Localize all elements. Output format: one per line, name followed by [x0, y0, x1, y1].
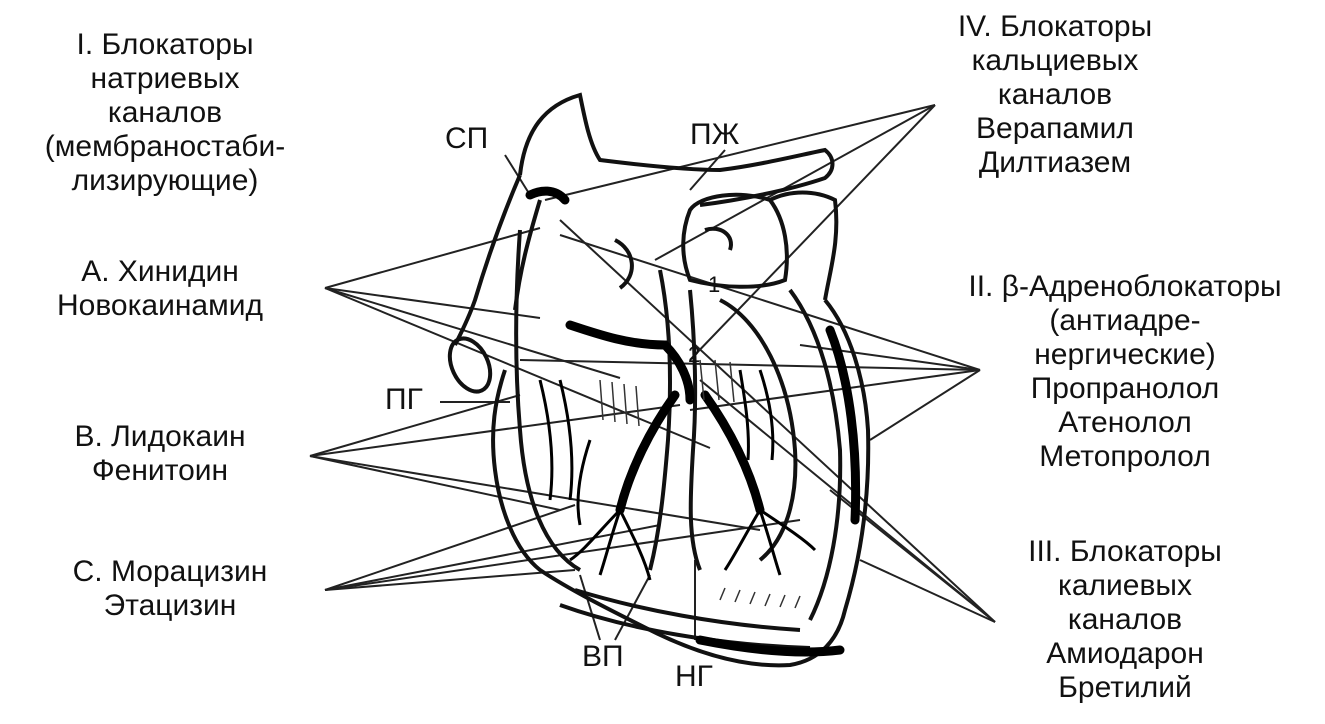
class2-line-5: Атенолол — [925, 406, 1325, 440]
class3-line-1: III. Блокаторы — [975, 535, 1275, 569]
class3-line-2: калиевых — [975, 569, 1275, 603]
class2-line-1: II. β-Адреноблокаторы — [925, 270, 1325, 304]
class4-line-5: Дилтиазем — [905, 146, 1205, 180]
class2-line-4: Пропранолол — [925, 372, 1325, 406]
group-c-line-1: С. Морацизин — [20, 555, 320, 589]
class3-line-4: Амиодарон — [975, 637, 1275, 671]
heart-outline — [442, 95, 868, 665]
class3-line-5: Бретилий — [975, 671, 1275, 705]
group-b-line-1: В. Лидокаин — [20, 420, 300, 454]
group-c: С. Морацизин Этацизин — [20, 555, 320, 623]
group-b-line-2: Фенитоин — [20, 454, 300, 488]
pointer-lines-right — [520, 105, 995, 622]
class2-line-3: нергические) — [925, 338, 1325, 372]
group-a-line-2: Новокаинамид — [10, 289, 310, 323]
group-a-line-1: А. Хинидин — [10, 255, 310, 289]
label-num-2: 2 — [688, 342, 700, 368]
class2-line-2: (антиадре- — [925, 304, 1325, 338]
class1-line-4: (мембраностаби- — [0, 130, 330, 164]
label-vp: ВП — [582, 640, 624, 674]
class4-line-4: Верапамил — [905, 112, 1205, 146]
class1-line-5: лизирующие) — [0, 164, 330, 198]
group-c-line-2: Этацизин — [20, 589, 320, 623]
class2-line-6: Метопролол — [925, 440, 1325, 474]
class4-line-2: кальциевых — [905, 44, 1205, 78]
class1-sodium-blockers: I. Блокаторы натриевых каналов (мембрано… — [0, 28, 330, 198]
class1-line-3: каналов — [0, 96, 330, 130]
pointer-lines-left — [310, 228, 800, 590]
group-a: А. Хинидин Новокаинамид — [10, 255, 310, 323]
class4-calcium-blockers: IV. Блокаторы кальциевых каналов Верапам… — [905, 10, 1205, 180]
class3-line-3: каналов — [975, 603, 1275, 637]
label-pg: ПГ — [385, 383, 423, 417]
class4-line-1: IV. Блокаторы — [905, 10, 1205, 44]
label-sp: СП — [445, 122, 488, 156]
class3-potassium-blockers: III. Блокаторы калиевых каналов Амиодаро… — [975, 535, 1275, 705]
class4-line-3: каналов — [905, 78, 1205, 112]
class1-line-2: натриевых — [0, 62, 330, 96]
label-pzh: ПЖ — [690, 118, 739, 152]
label-ng: НГ — [675, 660, 713, 694]
class2-beta-blockers: II. β-Адреноблокаторы (антиадре- нергиче… — [925, 270, 1325, 474]
group-b: В. Лидокаин Фенитоин — [20, 420, 300, 488]
label-num-1: 1 — [708, 272, 720, 298]
class1-line-1: I. Блокаторы — [0, 28, 330, 62]
